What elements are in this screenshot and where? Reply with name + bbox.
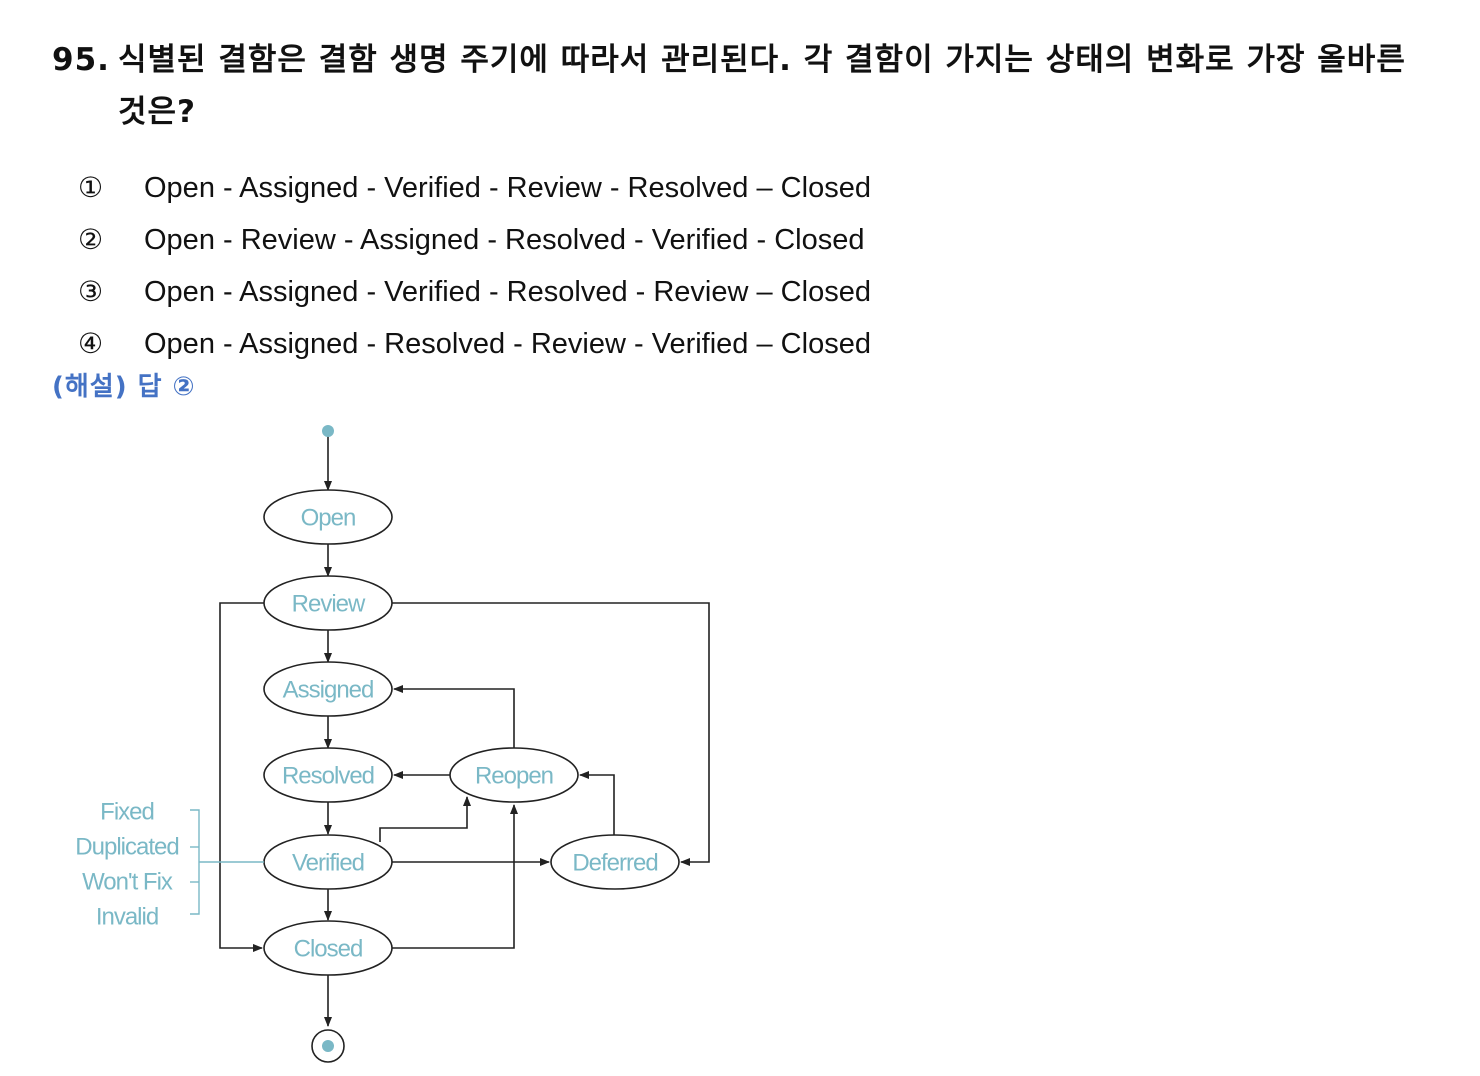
- state-verified-label: Verified: [292, 850, 364, 877]
- edge-deferred-reopen: [579, 771, 615, 836]
- option-3-text: Open - Assigned - Verified - Resolved - …: [144, 276, 871, 308]
- option-4-mark: ④: [78, 327, 104, 360]
- state-assigned: [263, 661, 393, 717]
- question-number: 95.: [52, 42, 110, 78]
- state-resolved: [263, 747, 393, 803]
- answer-options: ① Open - Assigned - Verified - Review - …: [78, 162, 871, 370]
- reason-wont-fix: Won't Fix: [82, 869, 173, 896]
- edge-closed-reopen: [392, 804, 518, 949]
- state-deferred: [550, 834, 680, 890]
- start-node: [322, 425, 334, 437]
- question-line-1: 95.식별된 결함은 결함 생명 주기에 따라서 관리된다. 각 결함이 가지는…: [52, 34, 1468, 86]
- edge-reopen-assigned: [393, 685, 515, 750]
- option-1[interactable]: ① Open - Assigned - Verified - Review - …: [78, 162, 871, 214]
- option-2[interactable]: ② Open - Review - Assigned - Resolved - …: [78, 214, 871, 266]
- option-4-text: Open - Assigned - Resolved - Review - Ve…: [144, 328, 871, 360]
- option-3[interactable]: ③ Open - Assigned - Verified - Resolved …: [78, 266, 871, 318]
- state-reopen-label: Reopen: [475, 763, 553, 790]
- question: 95.식별된 결함은 결함 생명 주기에 따라서 관리된다. 각 결함이 가지는…: [52, 34, 1468, 138]
- state-deferred-label: Deferred: [572, 850, 657, 877]
- state-resolved-label: Resolved: [282, 763, 374, 790]
- reason-duplicated: Duplicated: [75, 834, 178, 861]
- answer-value: ②: [172, 372, 196, 402]
- state-open: [263, 489, 393, 545]
- state-assigned-label: Assigned: [283, 677, 374, 704]
- diagram-edges: [219, 436, 710, 1027]
- reason-bracket: [190, 809, 264, 915]
- option-2-text: Open - Review - Assigned - Resolved - Ve…: [144, 224, 865, 256]
- answer-prefix: 답: [137, 372, 163, 402]
- edge-review-deferred: [392, 602, 710, 866]
- option-1-text: Open - Assigned - Verified - Review - Re…: [144, 172, 871, 204]
- state-review: [263, 575, 393, 631]
- reason-invalid: Invalid: [96, 904, 158, 931]
- reason-fixed: Fixed: [100, 799, 154, 826]
- state-reopen: [449, 747, 579, 803]
- state-open-label: Open: [301, 505, 356, 532]
- option-4[interactable]: ④ Open - Assigned - Resolved - Review - …: [78, 318, 871, 370]
- edge-verified-reopen: [379, 796, 471, 842]
- explanation-label: (해설): [52, 372, 128, 402]
- option-2-mark: ②: [78, 223, 104, 256]
- edge-review-closed: [219, 602, 264, 952]
- state-review-label: Review: [292, 591, 366, 618]
- option-3-mark: ③: [78, 275, 104, 308]
- end-node-dot: [322, 1040, 334, 1052]
- state-closed-label: Closed: [294, 936, 363, 963]
- state-closed: [263, 920, 393, 976]
- option-1-mark: ①: [78, 171, 104, 204]
- question-text-2: 것은?: [118, 94, 197, 130]
- question-text-1: 식별된 결함은 결함 생명 주기에 따라서 관리된다. 각 결함이 가지는 상태…: [118, 42, 1406, 78]
